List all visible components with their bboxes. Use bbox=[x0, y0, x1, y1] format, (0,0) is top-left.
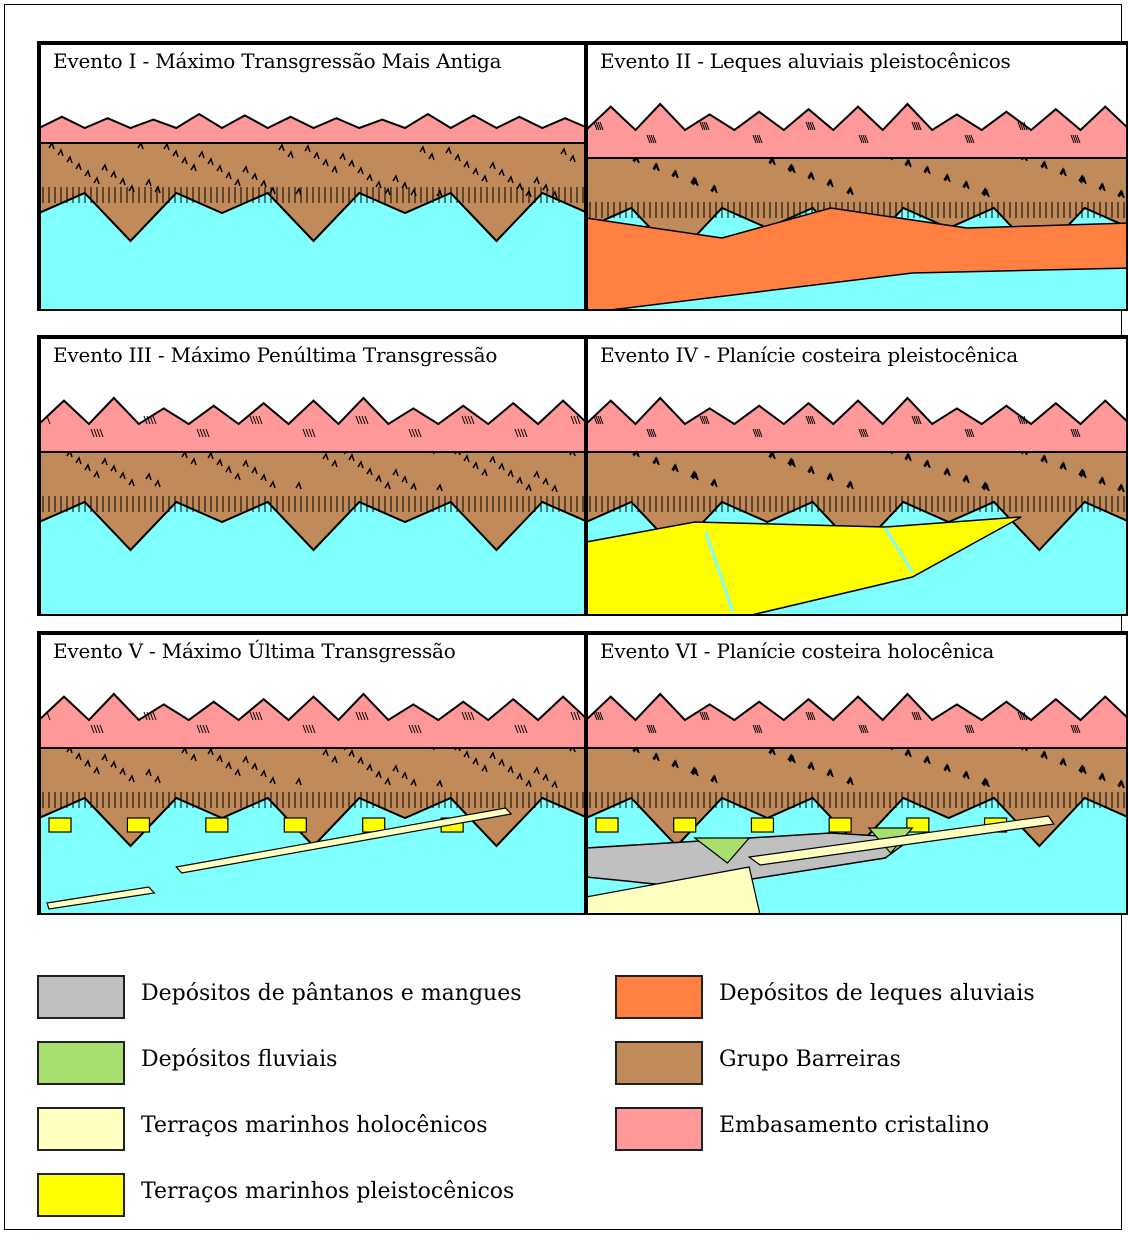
panel-illustration bbox=[586, 633, 1128, 915]
legend-item-leques-aluviais: Depósitos de leques aluviais bbox=[615, 975, 1115, 1025]
legend-item-fluviais: Depósitos fluviais bbox=[37, 1041, 577, 1091]
terracos-pleistocenicos-remnant bbox=[127, 818, 149, 832]
panel-evento-3: Evento III - Máximo Penúltima Transgress… bbox=[37, 335, 586, 616]
legend-label: Grupo Barreiras bbox=[719, 1047, 901, 1072]
legend-label: Depósitos de pântanos e mangues bbox=[141, 981, 522, 1006]
legend-item-terracos-pleistocenicos: Terraços marinhos pleistocênicos bbox=[37, 1173, 577, 1223]
panel-title: Evento II - Leques aluviais pleistocênic… bbox=[600, 49, 1011, 73]
legend-label: Terraços marinhos pleistocênicos bbox=[141, 1179, 514, 1204]
terracos-pleistocenicos-remnant bbox=[674, 818, 696, 832]
panel-title: Evento VI - Planície costeira holocênica bbox=[600, 639, 994, 663]
panel-title: Evento I - Máximo Transgressão Mais Anti… bbox=[53, 49, 501, 73]
panel-title: Evento IV - Planície costeira pleistocên… bbox=[600, 343, 1018, 367]
panel-illustration bbox=[39, 633, 586, 915]
legend-swatch-fluviais bbox=[37, 1041, 125, 1085]
terracos-pleistocenicos-remnant bbox=[596, 818, 618, 832]
panel-evento-2: Evento II - Leques aluviais pleistocênic… bbox=[584, 41, 1128, 311]
terracos-pleistocenicos-remnant bbox=[284, 818, 306, 832]
panel-illustration bbox=[586, 43, 1128, 311]
legend-swatch-terracos-holocenicos bbox=[37, 1107, 125, 1151]
panel-evento-6: Evento VI - Planície costeira holocênica bbox=[584, 631, 1128, 915]
panel-evento-5: Evento V - Máximo Última Transgressão bbox=[37, 631, 586, 915]
legend-label: Depósitos fluviais bbox=[141, 1047, 337, 1072]
panel-title: Evento V - Máximo Última Transgressão bbox=[53, 639, 456, 663]
terracos-pleistocenicos-remnant bbox=[751, 818, 773, 832]
figure-frame: Evento I - Máximo Transgressão Mais Anti… bbox=[4, 4, 1122, 1230]
legend-swatch-mangues bbox=[37, 975, 125, 1019]
legend-swatch-embasamento bbox=[615, 1107, 703, 1151]
legend-item-terracos-holocenicos: Terraços marinhos holocênicos bbox=[37, 1107, 577, 1157]
legend-item-grupo-barreiras: Grupo Barreiras bbox=[615, 1041, 1115, 1091]
terracos-pleistocenicos-remnant bbox=[49, 818, 71, 832]
legend-item-mangues: Depósitos de pântanos e mangues bbox=[37, 975, 577, 1025]
legend-label: Depósitos de leques aluviais bbox=[719, 981, 1035, 1006]
panel-illustration bbox=[39, 337, 586, 616]
legend-swatch-grupo-barreiras bbox=[615, 1041, 703, 1085]
panel-illustration bbox=[39, 43, 586, 311]
legend-label: Embasamento cristalino bbox=[719, 1113, 989, 1138]
terracos-pleistocenicos-remnant bbox=[206, 818, 228, 832]
legend-item-embasamento: Embasamento cristalino bbox=[615, 1107, 1115, 1157]
legend-label: Terraços marinhos holocênicos bbox=[141, 1113, 487, 1138]
legend-swatch-leques-aluviais bbox=[615, 975, 703, 1019]
terracos-pleistocenicos-remnant bbox=[829, 818, 851, 832]
panel-title: Evento III - Máximo Penúltima Transgress… bbox=[53, 343, 497, 367]
panel-illustration bbox=[586, 337, 1128, 616]
panel-evento-1: Evento I - Máximo Transgressão Mais Anti… bbox=[37, 41, 586, 311]
panel-evento-4: Evento IV - Planície costeira pleistocên… bbox=[584, 335, 1128, 616]
legend-swatch-terracos-pleistocenicos bbox=[37, 1173, 125, 1217]
